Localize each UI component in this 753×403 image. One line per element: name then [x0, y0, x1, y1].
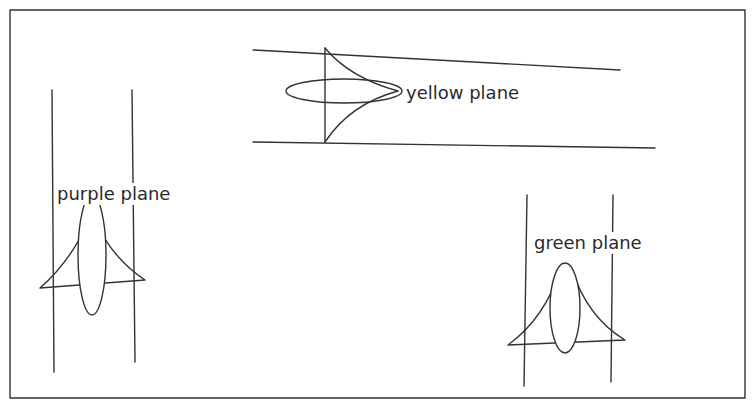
lane-line [611, 195, 613, 382]
lane-line [253, 142, 655, 148]
yellow-plane-icon [286, 48, 402, 142]
lane-line [52, 90, 54, 372]
frame-border [10, 10, 745, 398]
lane-line [132, 90, 135, 362]
green-plane-icon [508, 263, 625, 353]
plane-label: green plane [532, 232, 644, 254]
lane-line [524, 195, 527, 386]
plane-label: yellow plane [404, 82, 521, 104]
lane-line [253, 50, 620, 70]
plane-label: purple plane [55, 183, 172, 205]
purple-plane-icon [40, 195, 145, 315]
